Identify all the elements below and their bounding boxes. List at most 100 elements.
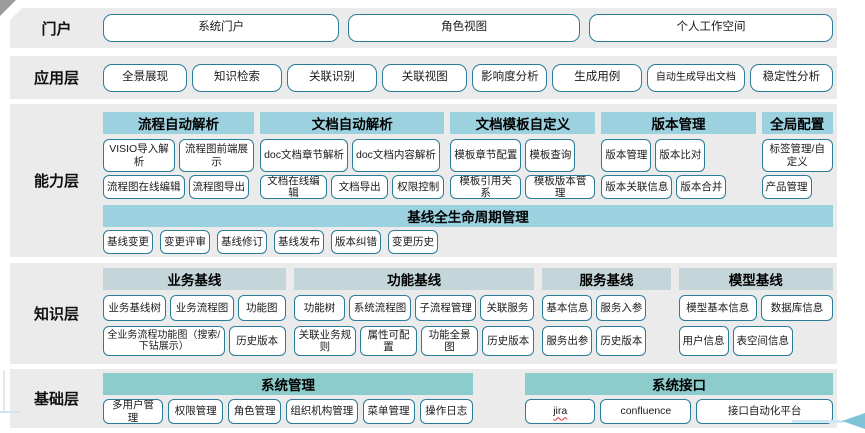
- capability-box: 权限控制: [392, 175, 445, 199]
- knowledge-box: 关联业务规则: [293, 326, 356, 356]
- frame-line-vertical: [3, 370, 5, 412]
- capability-box: 模板版本管理: [524, 175, 596, 199]
- foundation-box: 权限管理: [168, 399, 224, 424]
- group-header: 流程自动解析: [103, 112, 255, 134]
- application-box: 稳定性分析: [749, 63, 833, 92]
- foundation-box-confluence: confluence: [600, 399, 692, 424]
- group-header: 业务基线: [103, 268, 286, 290]
- application-box: 关联视图: [382, 63, 468, 92]
- capability-box: 版本比对: [655, 139, 706, 172]
- capability-group-version: 版本管理 版本管理 版本比对 版本关联信息 版本合并: [601, 112, 756, 199]
- knowledge-box: 历史版本: [482, 326, 535, 356]
- knowledge-box: 属性可配置: [359, 326, 418, 356]
- capability-box: 流程图在线编辑: [103, 175, 185, 199]
- frame-line-horizontal: [0, 411, 20, 413]
- capability-box: 版本关联信息: [601, 175, 673, 199]
- arrow-line-decoration: [792, 420, 844, 423]
- jira-label: jira: [553, 405, 568, 418]
- capability-box: doc文档章节解析: [260, 139, 348, 172]
- knowledge-box: 服务入参: [596, 295, 647, 321]
- layer-label-application: 应用层: [33, 70, 79, 87]
- capability-box: 流程图导出: [188, 175, 249, 199]
- capability-box: 文档在线编辑: [260, 175, 328, 199]
- foundation-group-system-management: 系统管理 多用户管理 权限管理 角色管理 组织机构管理 菜单管理 操作日志: [103, 373, 474, 428]
- foundation-box: 组织机构管理: [286, 399, 358, 424]
- baseline-box: 变更评审: [160, 230, 210, 254]
- knowledge-box: 基本信息: [542, 295, 593, 321]
- capability-box: 标签管理/自定义: [761, 139, 833, 172]
- knowledge-box: 历史版本: [228, 326, 286, 356]
- capability-box: doc文档内容解析: [352, 139, 440, 172]
- layer-label-knowledge: 知识层: [33, 306, 79, 323]
- capability-box: 文档导出: [331, 175, 389, 199]
- capability-groups: 流程自动解析 VISIO导入解析 流程图前端展示 流程图在线编辑 流程图导出 文…: [103, 112, 833, 199]
- knowledge-box: 功能图: [237, 295, 286, 321]
- group-header: 系统接口: [524, 373, 833, 395]
- knowledge-box: 业务流程图: [170, 295, 234, 321]
- knowledge-group-model-baseline: 模型基线 模型基本信息 数据库信息 用户信息 表空间信息: [678, 268, 833, 364]
- baseline-box: 基线变更: [103, 230, 153, 254]
- group-header: 服务基线: [542, 268, 671, 290]
- baseline-lifecycle-header: 基线全生命周期管理: [103, 205, 833, 227]
- foundation-box: 操作日志: [419, 399, 474, 424]
- knowledge-box: 服务出参: [542, 326, 593, 356]
- layer-label-portal: 门户: [41, 20, 72, 38]
- knowledge-box: 用户信息: [678, 326, 729, 356]
- foundation-group-system-interface: 系统接口 jira confluence 接口自动化平台: [524, 373, 833, 428]
- group-header: 全局配置: [761, 112, 833, 134]
- capability-content: 流程自动解析 VISIO导入解析 流程图前端展示 流程图在线编辑 流程图导出 文…: [103, 104, 837, 257]
- portal-box: 个人工作空间: [588, 14, 833, 42]
- capability-box: 模板查询: [525, 139, 576, 172]
- group-header: 版本管理: [601, 112, 756, 134]
- foundation-box-jira: jira: [524, 399, 596, 424]
- layer-label-foundation: 基础层: [33, 391, 79, 408]
- knowledge-group-service-baseline: 服务基线 基本信息 服务入参 服务出参 历史版本: [542, 268, 671, 364]
- knowledge-box: 数据库信息: [761, 295, 833, 321]
- layer-band-foundation: 基础层 系统管理 多用户管理 权限管理 角色管理 组织机构管理 菜单管理 操作日…: [10, 369, 837, 428]
- knowledge-box: 表空间信息: [732, 326, 793, 356]
- application-box: 关联识别: [286, 63, 378, 92]
- application-box: 全景展现: [103, 63, 188, 92]
- knowledge-box: 历史版本: [596, 326, 647, 356]
- knowledge-box: 子流程管理: [414, 295, 477, 321]
- group-header: 模型基线: [678, 268, 833, 290]
- portal-content: 系统门户 角色视图 个人工作空间: [103, 8, 837, 48]
- application-box: 自动生成导出文档: [647, 63, 745, 92]
- knowledge-box: 模型基本信息: [678, 295, 758, 321]
- capability-box: 模板引用关系: [450, 175, 521, 199]
- baseline-box: 基线发布: [274, 230, 324, 254]
- baseline-box: 变更历史: [388, 230, 438, 254]
- knowledge-content: 业务基线 业务基线树 业务流程图 功能图 全业务流程功能图（搜索/下钻展示） 历…: [103, 263, 837, 364]
- application-box: 影响度分析: [472, 63, 548, 92]
- capability-group-global-config: 全局配置 标签管理/自定义 产品管理: [761, 112, 833, 199]
- knowledge-group-business-baseline: 业务基线 业务基线树 业务流程图 功能图 全业务流程功能图（搜索/下钻展示） 历…: [103, 268, 286, 364]
- application-box: 生成用例: [552, 63, 642, 92]
- layer-band-capability: 能力层 流程自动解析 VISIO导入解析 流程图前端展示 流程图在线编辑 流程图…: [10, 104, 837, 257]
- group-header: 功能基线: [293, 268, 535, 290]
- baseline-row: 基线变更 变更评审 基线修订 基线发布 版本纠错 变更历史: [103, 230, 833, 254]
- knowledge-box: 关联服务: [480, 295, 535, 321]
- capability-box: 版本合并: [676, 175, 727, 199]
- knowledge-groups: 业务基线 业务基线树 业务流程图 功能图 全业务流程功能图（搜索/下钻展示） 历…: [103, 268, 833, 364]
- layer-band-portal: 门户 系统门户 角色视图 个人工作空间: [10, 8, 837, 48]
- capability-group-process-parse: 流程自动解析 VISIO导入解析 流程图前端展示 流程图在线编辑 流程图导出: [103, 112, 255, 199]
- capability-box: 模板章节配置: [450, 139, 522, 172]
- capability-group-doc-parse: 文档自动解析 doc文档章节解析 doc文档内容解析 文档在线编辑 文档导出 权…: [260, 112, 445, 199]
- capability-box: 版本管理: [601, 139, 652, 172]
- knowledge-box: 功能树: [293, 295, 346, 321]
- capability-box: 产品管理: [761, 175, 812, 199]
- baseline-box: 版本纠错: [331, 230, 381, 254]
- layer-band-knowledge: 知识层 业务基线 业务基线树 业务流程图 功能图 全业务流程功能图（搜索/下钻展…: [10, 263, 837, 364]
- foundation-box: 角色管理: [228, 399, 282, 424]
- group-header: 文档自动解析: [260, 112, 445, 134]
- group-header: 系统管理: [103, 373, 474, 395]
- knowledge-box: 业务基线树: [103, 295, 167, 321]
- baseline-box: 基线修订: [217, 230, 267, 254]
- capability-group-template: 文档模板自定义 模板章节配置 模板查询 模板引用关系 模板版本管理: [450, 112, 596, 199]
- knowledge-group-function-baseline: 功能基线 功能树 系统流程图 子流程管理 关联服务 关联业务规则 属性可配置 功…: [293, 268, 535, 364]
- capability-box: 流程图前端展示: [178, 139, 255, 172]
- left-arrow-icon: [842, 413, 865, 429]
- knowledge-box: 功能全景图: [421, 326, 479, 356]
- layer-label-capability: 能力层: [33, 173, 79, 190]
